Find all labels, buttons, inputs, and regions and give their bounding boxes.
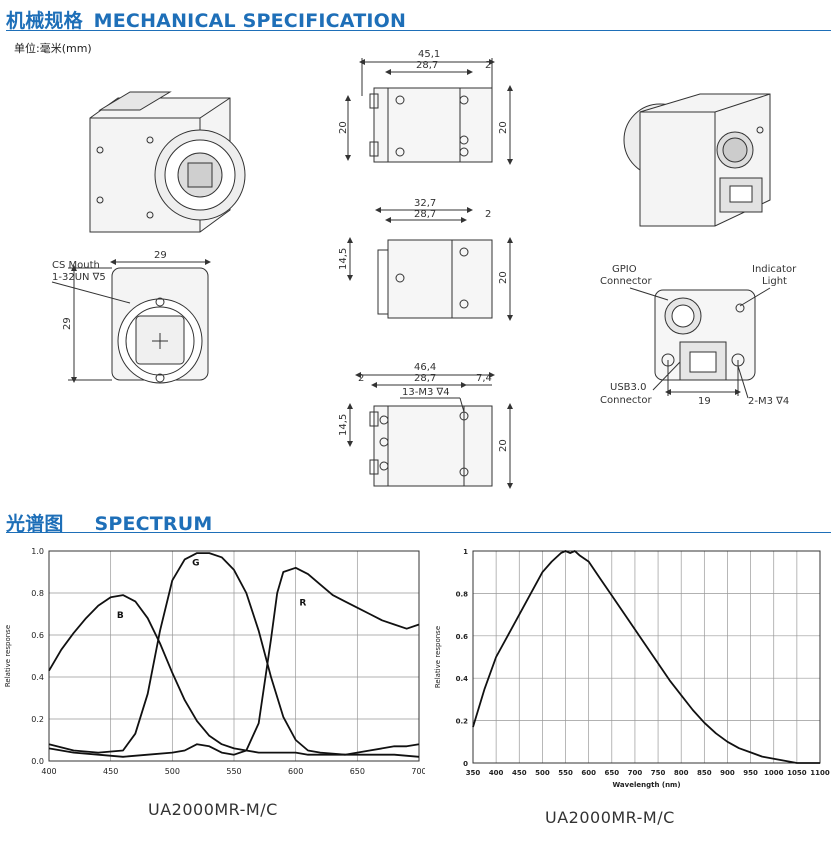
x-tick-label: 700 (628, 769, 643, 777)
indicator-label-2: Light (762, 276, 787, 287)
x-tick-label: 650 (604, 769, 619, 777)
dim-bot-hole: 13-M3 ∇4 (402, 387, 450, 398)
mechanical-drawings: 45,1 28,7 2 20 20 32,7 28,7 2 14,5 20 46… (51, 49, 797, 489)
dim-bot-left: 2 (358, 373, 364, 384)
dim-top-mid: 28,7 (416, 60, 438, 71)
mechanical-title-cn: 机械规格 (6, 10, 83, 32)
dim-side-edge: 2 (485, 209, 491, 220)
dim-top-left-h: 20 (338, 121, 349, 134)
usb-label-1: USB3.0 (610, 382, 646, 393)
x-tick-label: 650 (350, 767, 365, 776)
dim-side-left-h: 14,5 (338, 248, 349, 270)
y-tick-label: 0.4 (456, 675, 469, 683)
series-label-g: G (192, 559, 199, 569)
y-tick-label: 1.0 (31, 547, 44, 556)
mount-label-2: 1-32UN ∇5 (52, 272, 106, 283)
series-line-g (48, 552, 420, 758)
dim-bot-mid: 28,7 (414, 373, 436, 384)
mechanical-rule (6, 30, 831, 31)
y-tick-label: 0.4 (31, 673, 44, 682)
dim-front-height: 29 (62, 317, 73, 330)
camera-front-face (51, 259, 211, 384)
usb-label-2: Connector (600, 395, 652, 406)
y-tick-label: 0 (463, 760, 468, 768)
x-tick-label: 500 (165, 767, 180, 776)
x-tick-label: 750 (651, 769, 666, 777)
series-line-b (48, 594, 420, 756)
x-tick-label: 400 (41, 767, 56, 776)
dim-bot-left-h: 14,5 (338, 414, 349, 436)
dim-top-right-h: 20 (498, 121, 509, 134)
x-tick-label: 350 (466, 769, 481, 777)
spectrum-title: 光谱图 SPECTRUM (6, 509, 213, 536)
chart1-caption: UA2000MR-M/C (148, 800, 278, 819)
indicator-label-1: Indicator (752, 264, 797, 275)
y-tick-label: 0.2 (456, 718, 469, 726)
y-tick-label: 0.8 (31, 589, 44, 598)
dim-side-total: 32,7 (414, 198, 436, 209)
mechanical-title: 机械规格 MECHANICAL SPECIFICATION (6, 6, 406, 33)
gpio-label-1: GPIO (612, 264, 637, 275)
mount-label-1: CS Mouth (52, 260, 100, 271)
camera-side-view (347, 207, 513, 321)
mono-spectrum-chart: 350 400 450 500 550 600 650 700 750 800 850 900 950 1… (434, 548, 830, 789)
unit-label: 单位:毫米(mm) (14, 42, 92, 55)
x-tick-label: 900 (720, 769, 735, 777)
spectrum-rule (6, 532, 831, 533)
camera-3d-front-view (89, 91, 246, 233)
dim-top-total: 45,1 (418, 49, 440, 60)
x-tick-label: 550 (226, 767, 241, 776)
y-tick-label: 1 (463, 548, 468, 556)
y-tick-label: 0.6 (456, 633, 469, 641)
x-tick-label: 550 (558, 769, 573, 777)
x-tick-label: 700 (411, 767, 425, 776)
x-tick-label: 1100 (810, 769, 830, 777)
back-spacing: 19 (698, 396, 711, 407)
plot-frame (48, 550, 420, 762)
x-tick-label: 950 (743, 769, 758, 777)
x-tick-label: 450 (103, 767, 118, 776)
y-axis-label: Relative response (434, 626, 442, 688)
x-tick-label: 800 (674, 769, 689, 777)
series-line-r (48, 566, 420, 758)
camera-top-view (345, 58, 513, 165)
y-tick-label: 0.0 (31, 757, 44, 766)
series-label-r: R (299, 599, 306, 609)
y-tick-label: 0.8 (456, 590, 469, 598)
dim-bot-right: 7,4 (476, 373, 492, 384)
camera-back-face (629, 287, 771, 399)
x-tick-label: 500 (535, 769, 550, 777)
back-hole: 2-M3 ∇4 (748, 396, 789, 407)
dim-side-right-h: 20 (498, 271, 509, 284)
x-tick-label: 850 (697, 769, 712, 777)
x-tick-label: 1000 (764, 769, 784, 777)
dim-bot-total: 46,4 (414, 362, 436, 373)
plot-frame (472, 550, 821, 764)
x-tick-label: 1050 (787, 769, 807, 777)
camera-bottom-view (347, 372, 513, 489)
y-tick-label: 0.2 (31, 715, 44, 724)
spectrum-title-cn: 光谱图 (6, 513, 64, 535)
dim-front-width: 29 (154, 250, 167, 261)
dim-side-mid: 28,7 (414, 209, 436, 220)
x-tick-label: 400 (489, 769, 504, 777)
y-tick-label: 0.6 (31, 631, 44, 640)
chart2-caption: UA2000MR-M/C (545, 808, 675, 827)
x-tick-label: 600 (288, 767, 303, 776)
y-axis-label: Relative response (4, 625, 12, 687)
series-line-0 (472, 550, 820, 764)
color-spectrum-chart: 400 450 500 550 600 650 700 0.0 0.2 0.4 0.6 0.8 1.0R… (4, 547, 425, 776)
x-tick-label: 450 (512, 769, 527, 777)
series-label-b: B (117, 611, 124, 621)
camera-3d-rear-view (623, 93, 771, 227)
x-tick-label: 600 (581, 769, 596, 777)
dim-bot-right-h: 20 (498, 439, 509, 452)
gpio-label-2: Connector (600, 276, 652, 287)
spectrum-title-en: SPECTRUM (94, 513, 213, 535)
mechanical-title-en: MECHANICAL SPECIFICATION (93, 10, 407, 32)
dim-top-edge: 2 (485, 60, 491, 71)
x-axis-label: Wavelength (nm) (612, 781, 680, 789)
